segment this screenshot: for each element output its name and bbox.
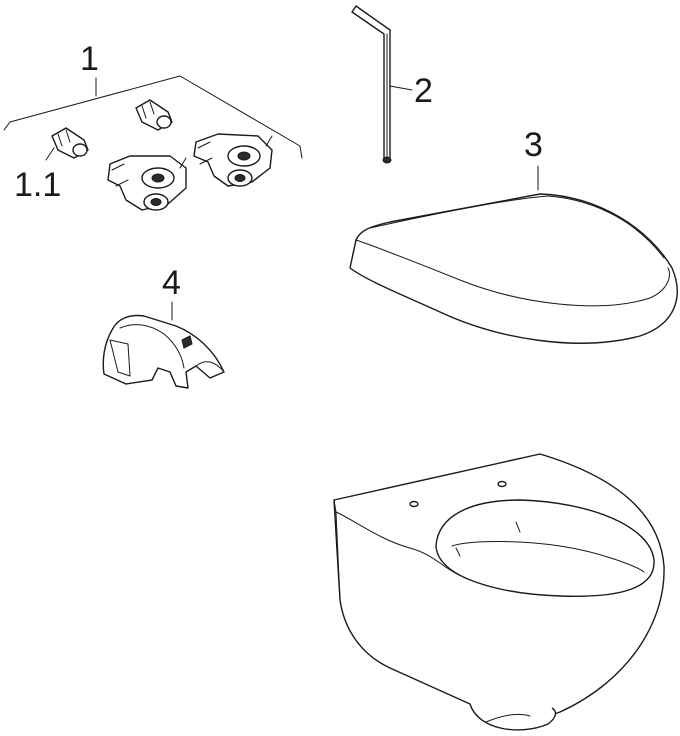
cover-cap-group: 4 bbox=[102, 264, 225, 389]
callout-2: 2 bbox=[414, 72, 433, 110]
callout-1: 1 bbox=[80, 40, 99, 78]
seat-lid-group: 3 bbox=[349, 126, 678, 344]
bowl-opening bbox=[435, 499, 655, 597]
leader-1-1 bbox=[45, 147, 55, 161]
cover-cap bbox=[102, 314, 225, 389]
clamp-left bbox=[107, 155, 187, 211]
bracket-line-1 bbox=[3, 75, 303, 159]
hex-rod-group: 2 bbox=[351, 5, 433, 164]
fixing-hole-right bbox=[497, 480, 507, 488]
fixing-hole-left bbox=[409, 500, 419, 508]
clamp-right bbox=[193, 133, 273, 187]
fixing-set-group: 1 1.1 bbox=[3, 40, 303, 211]
bolt-left bbox=[51, 127, 89, 159]
callout-4: 4 bbox=[162, 264, 181, 302]
bolt-right bbox=[135, 99, 173, 131]
callout-1-1: 1.1 bbox=[14, 166, 61, 204]
seat-lid bbox=[349, 193, 678, 344]
toilet-bowl-group bbox=[333, 453, 665, 731]
bowl-outlet bbox=[469, 703, 557, 731]
callout-3: 3 bbox=[524, 126, 543, 164]
hex-rod bbox=[351, 5, 391, 161]
leader-2 bbox=[389, 85, 413, 91]
